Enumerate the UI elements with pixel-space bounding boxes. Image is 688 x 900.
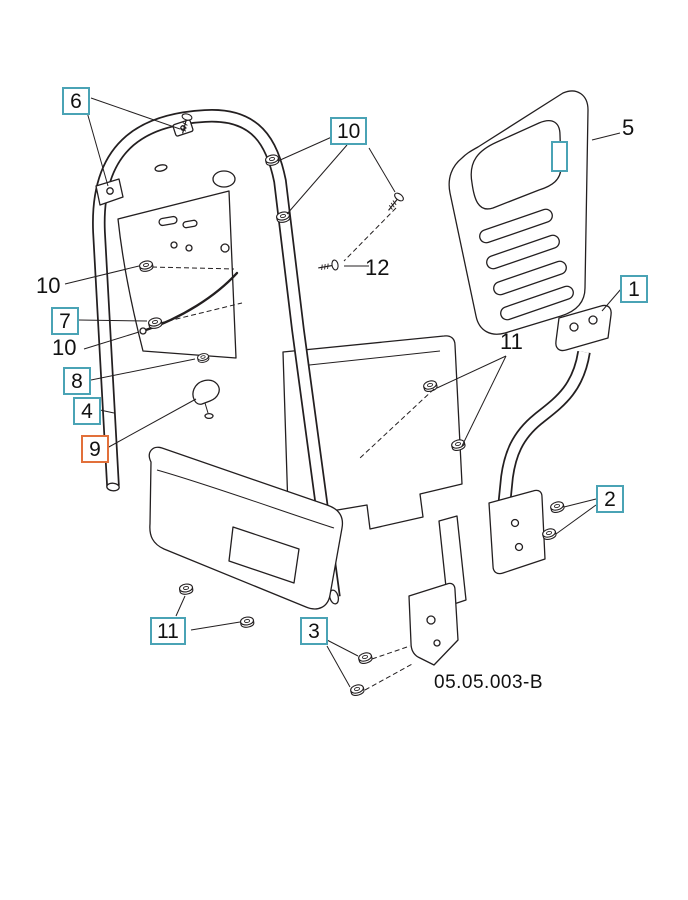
bracket-hole xyxy=(588,315,598,325)
callout-11-middle: 11 xyxy=(500,329,523,354)
slotted-hood-panel xyxy=(448,90,589,335)
middle-panel-group xyxy=(282,335,467,666)
bracket-hole xyxy=(510,518,520,528)
screw-icon xyxy=(383,190,406,215)
callout-11-bottom[interactable]: 11 xyxy=(150,617,186,645)
callout-3[interactable]: 3 xyxy=(300,617,328,645)
callout-12: 12 xyxy=(365,255,390,280)
leader-lines xyxy=(64,97,622,691)
screw-icon xyxy=(316,258,340,274)
latch-stem xyxy=(204,402,209,414)
bracket-hole xyxy=(569,322,579,332)
bumper-inner-rect xyxy=(228,526,300,584)
corner-bracket xyxy=(95,178,124,206)
drawing-number: 05.05.003-B xyxy=(434,672,544,693)
callout-7[interactable]: 7 xyxy=(51,307,79,335)
bolt-icon xyxy=(357,651,374,666)
console-hole-large xyxy=(212,170,236,188)
console-slot xyxy=(158,215,178,227)
tube-end-cap xyxy=(106,482,120,492)
console-slot xyxy=(182,219,198,229)
console-hole xyxy=(220,243,230,253)
corner-bracket-hole xyxy=(106,187,114,195)
console-hole xyxy=(185,244,193,252)
rod-end xyxy=(139,327,147,335)
console-panel xyxy=(117,190,237,359)
callout-4[interactable]: 4 xyxy=(73,397,101,425)
callout-8[interactable]: 8 xyxy=(63,367,91,395)
bolt-icon xyxy=(239,615,255,629)
callout-1[interactable]: 1 xyxy=(620,275,648,303)
callout-9[interactable]: 9 xyxy=(81,435,109,463)
foot-bracket-hole xyxy=(426,615,436,625)
support-tube-inner xyxy=(494,351,589,557)
lower-bracket-plate xyxy=(488,489,546,575)
bumper-top-edge xyxy=(156,469,335,529)
callout-10-left-lower: 10 xyxy=(52,335,77,360)
callout-10-left-upper: 10 xyxy=(36,273,61,298)
callout-2[interactable]: 2 xyxy=(596,485,624,513)
hood-slot xyxy=(479,208,553,244)
channel-strip xyxy=(438,515,467,607)
callout-10-top[interactable]: 10 xyxy=(330,117,368,145)
console-slot xyxy=(154,164,168,172)
bracket-hole xyxy=(514,542,524,552)
bolt-icon xyxy=(349,683,366,698)
callout-5: 5 xyxy=(622,115,635,140)
latch-base xyxy=(204,412,214,420)
callout-marker-box[interactable] xyxy=(551,141,568,172)
callout-6[interactable]: 6 xyxy=(62,87,90,115)
screw-alignment-line xyxy=(151,266,235,270)
hood-slot xyxy=(500,285,574,321)
bumper-panel xyxy=(148,446,344,610)
upper-bracket xyxy=(555,304,612,352)
support-tube-assembly xyxy=(488,304,612,575)
screw-alignment-line xyxy=(159,302,243,324)
foot-bracket-hole xyxy=(433,639,441,647)
latch-handle xyxy=(192,379,220,405)
bolt-icon xyxy=(549,500,566,515)
foot-bracket xyxy=(408,582,459,666)
bumper-group xyxy=(148,446,344,610)
console-hole xyxy=(170,241,178,249)
bolt-icon xyxy=(178,582,194,596)
hood-slot xyxy=(486,234,560,270)
hood-slot xyxy=(493,260,567,296)
middle-panel-edge xyxy=(299,350,441,367)
